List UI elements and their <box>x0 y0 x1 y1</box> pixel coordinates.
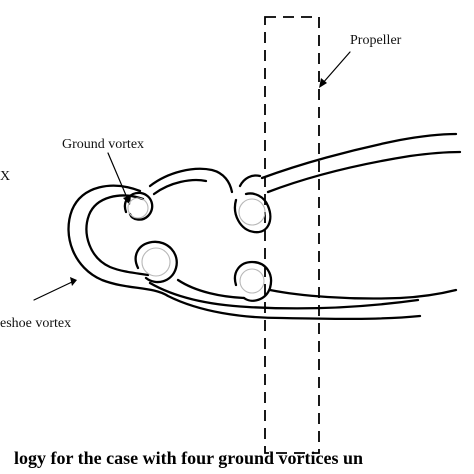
horseshoe-vortex <box>67 184 422 321</box>
propeller-label: Propeller <box>350 33 402 48</box>
ground-vortex-upper-left <box>123 167 234 221</box>
propeller-leader-arrow <box>319 51 351 88</box>
ground-vortex-label: Ground vortex <box>62 137 144 152</box>
horseshoe-vortex-label: eshoe vortex <box>0 316 71 331</box>
figure-caption: logy for the case with four ground vorti… <box>14 448 363 468</box>
ground-vortex-lower-left <box>134 240 178 284</box>
ground-vortex-lower-right <box>176 260 458 302</box>
propeller-outline <box>264 16 320 454</box>
ground-vortex-upper-right <box>233 132 462 234</box>
horseshoe-vortex-leader-arrow <box>33 277 77 301</box>
left-edge-fragment-label: X <box>0 169 10 184</box>
